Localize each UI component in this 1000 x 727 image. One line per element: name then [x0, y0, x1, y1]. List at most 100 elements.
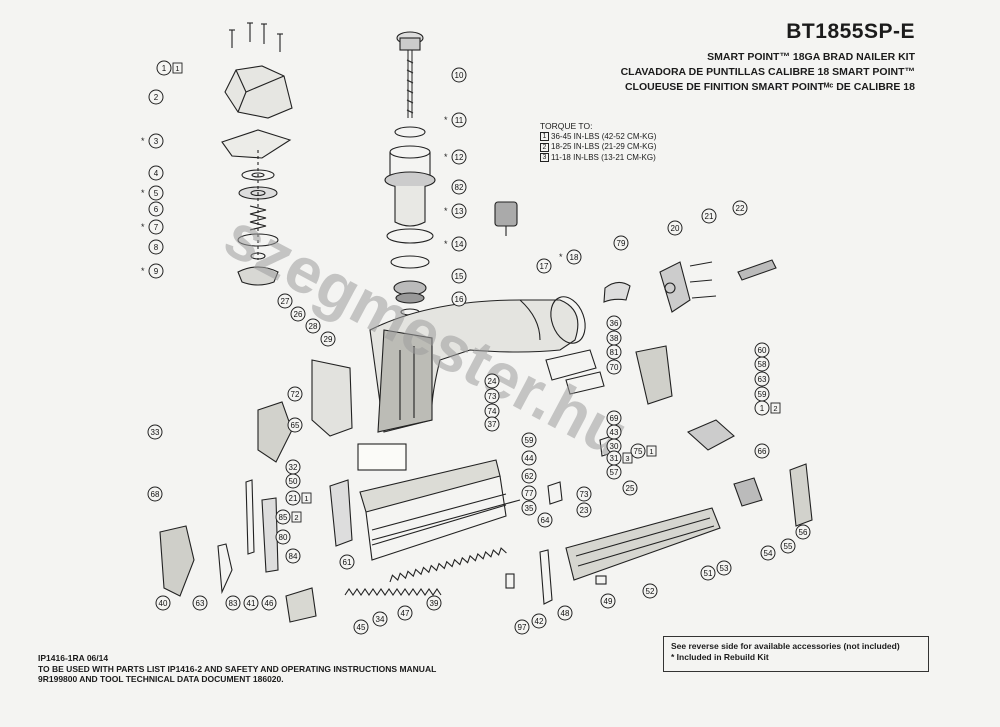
torque-box	[301, 492, 312, 504]
callout-number: 8	[154, 243, 159, 252]
callout-45: 45	[353, 619, 369, 635]
callout-84: 84	[285, 548, 301, 564]
callout-number: 41	[247, 599, 256, 608]
callout-bubble	[148, 263, 164, 279]
callout-bubble	[537, 512, 553, 528]
callout-number: 29	[324, 335, 333, 344]
callout-number: 21	[705, 212, 714, 221]
callout-bubble	[754, 400, 770, 416]
callout-bubble	[372, 611, 388, 627]
torque-value: 11-18 IN-LBS (13-21 CM-KG)	[551, 152, 656, 162]
callout-57: 57	[606, 464, 622, 480]
callout-bubble	[285, 548, 301, 564]
callout-number: 45	[357, 623, 366, 632]
callout-number: 73	[580, 490, 589, 499]
callout-bubble	[642, 583, 658, 599]
callout-bubble	[451, 236, 467, 252]
callout-number: 58	[758, 360, 767, 369]
callout-bubble	[521, 432, 537, 448]
callout-bubble	[700, 565, 716, 581]
callout-44: 44	[521, 450, 537, 466]
callout-number: 20	[671, 224, 680, 233]
callout-number: 75	[634, 447, 643, 456]
callout-10: 10	[451, 67, 467, 83]
callout-bubble	[606, 315, 622, 331]
rebuild-kit-star: *	[444, 115, 448, 125]
callout-number: 73	[488, 392, 497, 401]
callout-bubble	[606, 359, 622, 375]
callout-16: 16	[451, 291, 467, 307]
callout-bubble	[451, 179, 467, 195]
callout-38: 38	[606, 330, 622, 346]
callout-bubble	[147, 486, 163, 502]
callout-12: *12	[444, 149, 467, 165]
callout-number: 18	[570, 253, 579, 262]
callout-number: 38	[610, 334, 619, 343]
callout-number: 74	[488, 407, 497, 416]
callout-bubble	[148, 89, 164, 105]
torque-mark: 2	[540, 142, 549, 152]
callout-bubble	[261, 595, 277, 611]
callout-46: 46	[261, 595, 277, 611]
footer-doc-number: IP1416-1RA 06/14	[38, 653, 109, 663]
callout-36: 36	[606, 315, 622, 331]
callout-59: 59	[754, 386, 770, 402]
kit-name-french: CLOUEUSE DE FINITION SMART POINTᴹᶜ DE CA…	[624, 81, 915, 93]
callout-bubble	[275, 529, 291, 545]
callout-bubble	[521, 468, 537, 484]
callout-72: 72	[287, 386, 303, 402]
callout-number: 50	[289, 477, 298, 486]
torque-box-number: 2	[773, 404, 777, 413]
callout-bubble	[484, 388, 500, 404]
callout-bubble	[156, 60, 172, 76]
callout-27: 27	[277, 293, 293, 309]
callout-bubble	[155, 595, 171, 611]
callout-number: 42	[535, 617, 544, 626]
torque-mark: 1	[540, 132, 549, 142]
callout-number: 48	[561, 609, 570, 618]
callout-number: 17	[540, 262, 549, 271]
callout-22: 22	[732, 200, 748, 216]
accessories-note-box: See reverse side for available accessori…	[663, 636, 929, 672]
footer-usage-note-cont: 9R199800 AND TOOL TECHNICAL DATA DOCUMEN…	[38, 674, 284, 684]
callout-number: 13	[455, 207, 464, 216]
callout-number: 51	[704, 569, 713, 578]
callout-bubble	[606, 464, 622, 480]
callout-bubble	[795, 524, 811, 540]
rebuild-kit-note: * Included in Rebuild Kit	[671, 652, 769, 662]
callout-81: 81	[606, 344, 622, 360]
callout-65: 65	[287, 417, 303, 433]
callout-bubble	[147, 424, 163, 440]
callout-number: 44	[525, 454, 534, 463]
callout-bubble	[514, 619, 530, 635]
callout-7: *7	[141, 219, 164, 235]
callout-number: 35	[525, 504, 534, 513]
kit-name-english: SMART POINT™ 18GA BRAD NAILER KIT	[707, 51, 915, 63]
callout-97: 97	[514, 619, 530, 635]
callout-41: 41	[243, 595, 259, 611]
torque-box	[646, 445, 657, 457]
callout-3: *3	[141, 133, 164, 149]
callout-number: 39	[430, 599, 439, 608]
rebuild-kit-star: *	[141, 188, 145, 198]
callout-9: *9	[141, 263, 164, 279]
callout-62: 62	[521, 468, 537, 484]
callout-bubble	[426, 595, 442, 611]
callout-number: 27	[281, 297, 290, 306]
callout-number: 11	[455, 116, 464, 125]
torque-box	[622, 452, 633, 464]
callout-number: 59	[525, 436, 534, 445]
callout-bubble	[148, 165, 164, 181]
callout-bubble	[353, 619, 369, 635]
callout-bubble	[760, 545, 776, 561]
callout-bubble	[521, 485, 537, 501]
callout-number: 49	[604, 597, 613, 606]
callout-bubble	[148, 185, 164, 201]
callout-20: 20	[667, 220, 683, 236]
callout-73: 73	[576, 486, 592, 502]
callout-number: 97	[518, 623, 527, 632]
callout-bubble	[277, 293, 293, 309]
